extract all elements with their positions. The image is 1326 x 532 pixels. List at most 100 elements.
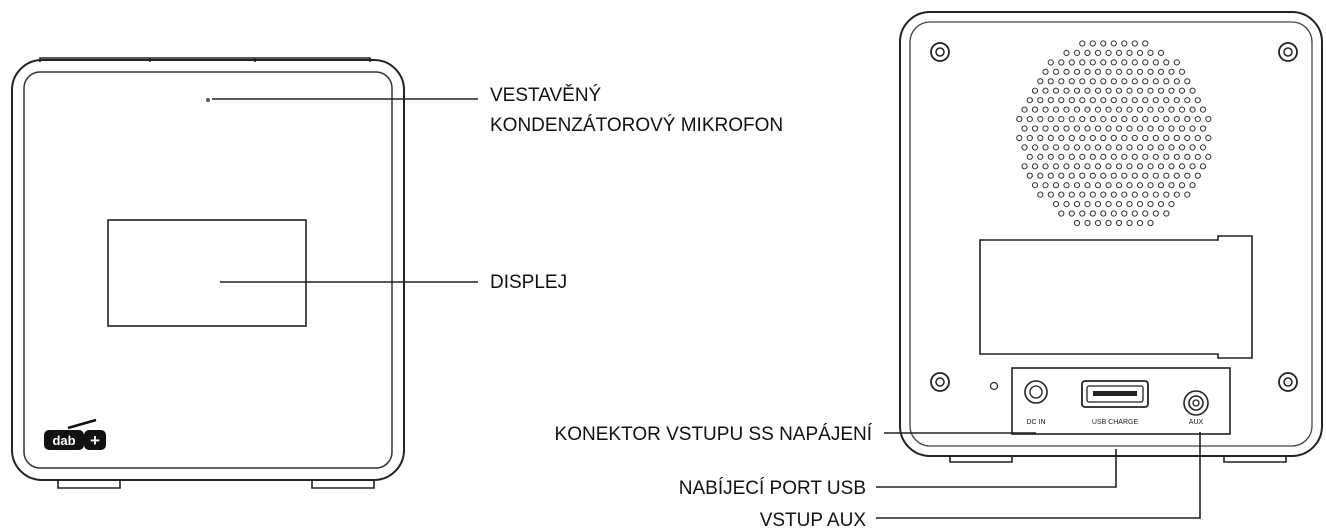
grille-hole [1037,191,1044,198]
grille-hole [1152,59,1159,66]
grille-hole [1163,116,1170,123]
grille-hole [1058,116,1065,123]
grille-hole [1089,97,1096,104]
grille-hole [1168,125,1175,132]
grille-hole [1037,134,1044,142]
grille-hole [1184,97,1191,104]
grille-hole [1121,116,1128,123]
grille-hole [1079,134,1086,142]
grille-hole [1189,87,1196,94]
grille-hole [1126,125,1133,132]
grille-hole [1079,172,1086,179]
grille-hole [1031,87,1039,94]
grille-hole [1136,68,1144,75]
grille-hole [1115,68,1123,75]
grille-hole [1147,201,1154,208]
grille-hole [1084,106,1091,113]
grille-hole [1058,191,1065,198]
grille-hole [1152,134,1159,142]
grille-hole [1178,163,1186,170]
grille-hole [1152,116,1159,123]
grille-hole [1147,87,1154,94]
grille-hole [1016,116,1023,123]
grille-hole [1147,125,1154,132]
grille-hole [1068,153,1075,160]
grille-hole [1089,59,1096,66]
grille-hole [1157,201,1165,208]
grille-hole [1126,219,1133,227]
grille-hole [1194,153,1201,160]
grille-hole [1073,106,1081,113]
grille-hole [1152,172,1159,179]
grille-hole [1131,59,1138,66]
front-view: dab + [11,57,405,489]
grille-hole [1016,134,1023,142]
grille-hole [1163,191,1170,198]
grille-hole [1105,201,1112,208]
grille-hole [1115,201,1123,208]
grille-hole [1115,163,1123,170]
grille-hole [1121,134,1128,142]
grille-hole [1058,153,1065,160]
grille-hole [1152,191,1159,198]
grille-hole [1021,125,1028,132]
grille-hole [1163,59,1170,66]
grille-hole [1199,125,1207,132]
grille-hole [1110,134,1117,142]
usb-leader [876,449,1117,488]
grille-hole [1073,144,1081,151]
grille-hole [1142,153,1149,160]
grille-hole [1094,125,1102,132]
grille-hole [1110,97,1117,104]
grille-hole [1131,97,1138,104]
grille-hole [1042,68,1049,75]
grille-hole [1110,59,1117,66]
grille-hole [1094,68,1102,75]
grille-hole [1073,125,1081,132]
grille-hole [1173,78,1180,85]
grille-hole [1126,163,1133,170]
grille-hole [1199,163,1207,170]
grille-hole [1115,125,1123,132]
grille-hole [1115,182,1123,189]
grille-hole [1163,172,1170,179]
grille-hole [1142,97,1149,104]
grille-hole [1157,87,1165,94]
grille-hole [1105,49,1112,57]
grille-hole [1152,153,1159,160]
grille-hole [1136,201,1144,208]
grille-hole [1084,219,1091,227]
grille-hole [1189,182,1196,189]
grille-hole [1142,191,1149,198]
grille-hole [1031,144,1039,151]
grille-hole [1084,87,1091,94]
grille-hole [1173,59,1180,66]
usb-port-label: NABÍJECÍ PORT USB [679,478,866,499]
grille-hole [1126,87,1133,94]
grille-hole [1089,172,1096,179]
grille-hole [1042,144,1049,151]
grille-hole [1058,210,1065,217]
grille-hole [1121,172,1128,179]
grille-hole [1131,134,1138,142]
grille-hole [1131,40,1138,47]
indicator-hole [989,381,999,391]
grille-hole [1063,144,1070,151]
grille-hole [1110,172,1117,179]
grille-hole [1105,125,1112,132]
grille-hole [1194,97,1201,104]
dc-in-label: DC IN [1026,419,1045,426]
grille-hole [1047,59,1054,66]
grille-hole [1026,116,1033,123]
grille-hole [1084,182,1091,189]
grille-hole [1110,116,1117,123]
grille-hole [1100,153,1107,160]
usb-charge-label: USB CHARGE [1092,419,1139,426]
grille-hole [1115,87,1123,94]
grille-hole [1063,182,1070,189]
grille-hole [1047,153,1054,160]
display-label: DISPLEJ [490,272,567,293]
grille-hole [1089,134,1096,142]
grille-hole [1121,78,1128,85]
aux-label: AUX [1189,419,1204,426]
